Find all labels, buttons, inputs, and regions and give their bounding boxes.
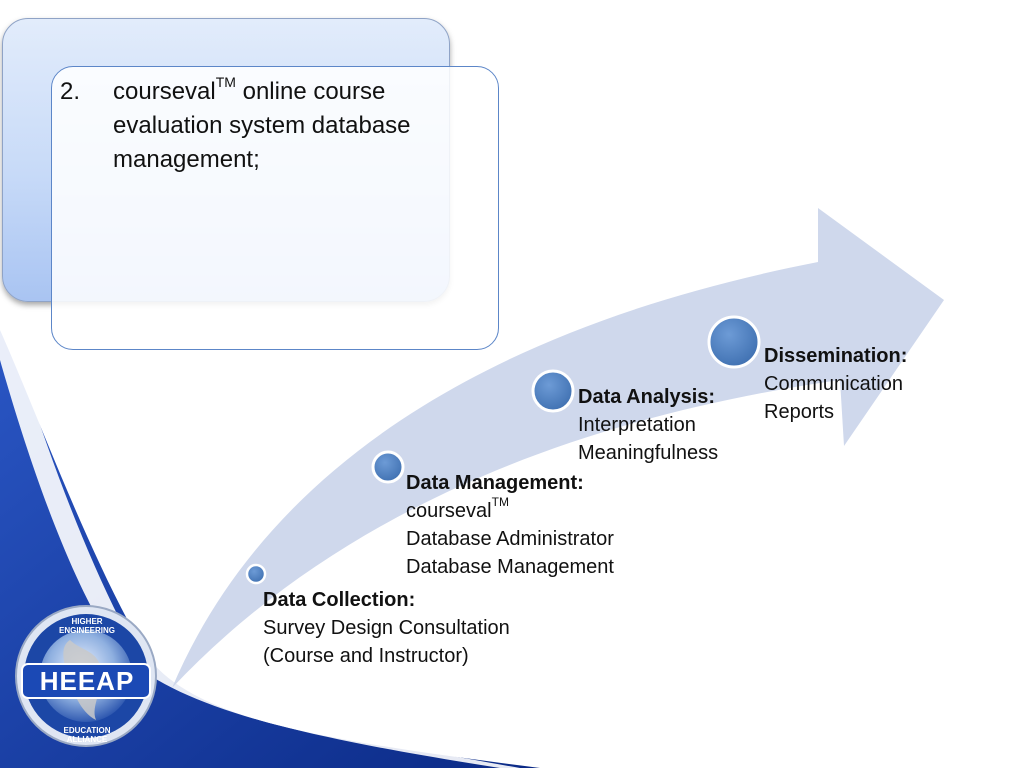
heeap-ring-top: HIGHER ENGINEERING xyxy=(58,617,115,635)
stage-line: Database Management xyxy=(406,556,614,578)
stage-brand-line: coursevalTM xyxy=(406,495,614,525)
node-dissemination xyxy=(707,315,761,369)
heeap-ring-bottom: EDUCATION ALLIANCE xyxy=(63,726,111,744)
stage-title: Data Management: xyxy=(406,472,584,494)
stage-data-collection: Data Collection: Survey Design Consultat… xyxy=(263,586,510,670)
stage-line: Reports xyxy=(764,401,835,423)
stage-data-management: Data Management: coursevalTM Database Ad… xyxy=(406,469,614,581)
node-data-collection xyxy=(245,563,267,585)
node-data-analysis xyxy=(531,369,575,413)
stage-title: Dissemination: xyxy=(764,345,908,367)
stage-brand: courseval xyxy=(406,500,492,522)
list-text: coursevalTM online course evaluation sys… xyxy=(113,75,473,177)
stage-brand-sup: TM xyxy=(491,495,509,510)
stage-line: Communication xyxy=(764,373,903,395)
stage-line: Meaningfulness xyxy=(578,442,719,464)
stage-data-analysis: Data Analysis: Interpretation Meaningful… xyxy=(578,383,718,467)
stage-line: Interpretation xyxy=(578,414,696,436)
node-data-management xyxy=(371,450,405,484)
stage-title: Data Collection: xyxy=(263,589,416,611)
text-card xyxy=(51,66,499,350)
list-text-rest: online course evaluation system database… xyxy=(113,78,411,173)
stage-dissemination: Dissemination: Communication Reports xyxy=(764,342,907,426)
stage-line: (Course and Instructor) xyxy=(263,645,469,667)
brand-text: courseval xyxy=(113,78,216,105)
heeap-logo-text: HEEAP xyxy=(39,666,135,696)
stage-line: Database Administrator xyxy=(406,528,614,550)
list-number: 2. xyxy=(60,78,81,105)
stage-line: Survey Design Consultation xyxy=(263,617,510,639)
heeap-logo xyxy=(15,605,157,747)
stage-title: Data Analysis: xyxy=(578,386,716,408)
trademark-sup: TM xyxy=(215,74,236,90)
